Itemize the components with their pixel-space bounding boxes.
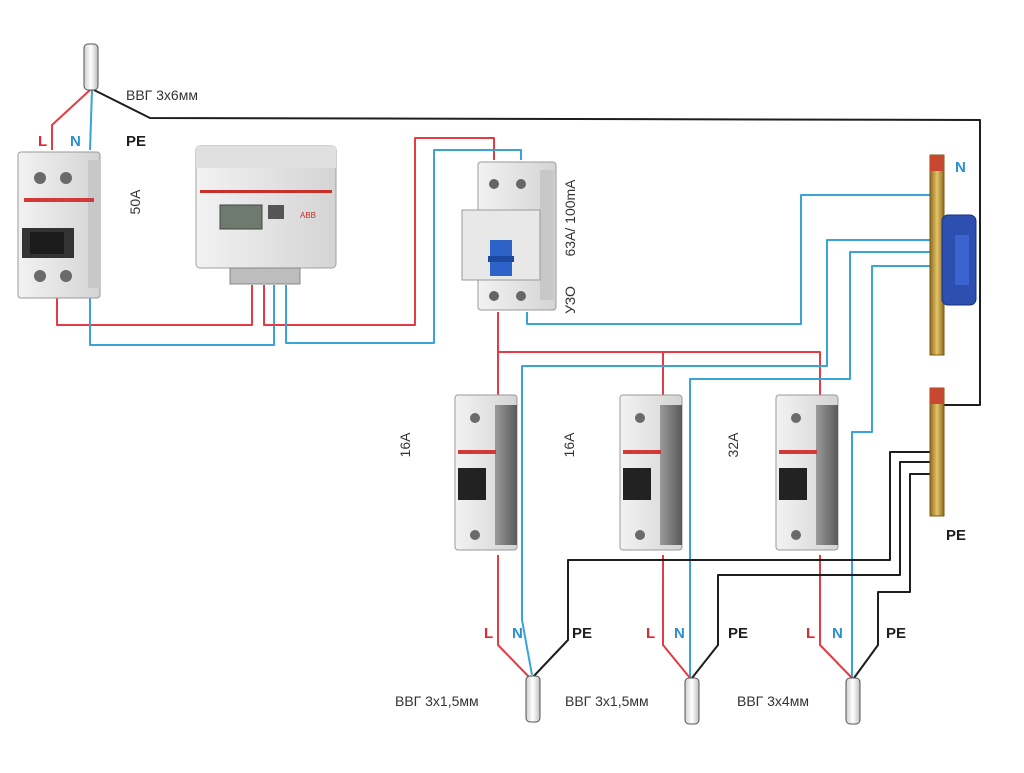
wire-n-out-1 <box>521 239 935 676</box>
wire-pe-out-2 <box>691 461 935 679</box>
outgoing-cable-1: ВВГ 3х1,5мм <box>395 675 541 723</box>
wire-input-l <box>51 89 91 150</box>
outgoing-cable-2: ВВГ 3х1,5мм <box>565 677 700 725</box>
input-label-pe: PE <box>126 133 146 150</box>
energy-meter: ABB <box>195 145 337 285</box>
outgoing-labels-1: L N PE <box>484 625 592 642</box>
wire-input-pe <box>93 89 981 406</box>
breaker-1-rating: 16A <box>397 432 413 458</box>
out-1-label-pe: PE <box>572 625 592 642</box>
out-cable-2-label: ВВГ 3х1,5мм <box>565 693 649 709</box>
out-1-label-l: L <box>484 625 493 642</box>
wire-n-out-2 <box>689 251 935 678</box>
out-cable-3-label: ВВГ 3х4мм <box>737 693 809 709</box>
breaker-2: 16A <box>561 394 683 551</box>
wire-input-n <box>89 89 93 151</box>
input-label-l: L <box>38 133 47 150</box>
out-3-label-pe: PE <box>886 625 906 642</box>
earth-busbar: PE <box>929 387 966 544</box>
out-3-label-l: L <box>806 625 815 642</box>
wire-l-out-3 <box>819 555 853 679</box>
wire-l-out-2 <box>662 555 691 679</box>
input-cable: ВВГ 3х6мм L N PE <box>38 43 198 150</box>
wire-meter-rcd-n <box>285 149 522 344</box>
rcd-device: 63A/ 100mA УЗО <box>461 161 578 314</box>
outgoing-labels-2: L N PE <box>646 625 748 642</box>
wires <box>51 89 981 679</box>
out-1-label-n: N <box>512 625 523 642</box>
out-2-label-l: L <box>646 625 655 642</box>
out-cable-1-label: ВВГ 3х1,5мм <box>395 693 479 709</box>
input-label-n: N <box>70 133 81 150</box>
out-3-label-n: N <box>832 625 843 642</box>
wire-pe-out-3 <box>853 473 935 679</box>
breaker-1: 16A <box>397 394 518 551</box>
earth-busbar-label: PE <box>946 527 966 544</box>
breaker-3: 32A <box>725 394 839 551</box>
wire-rcd-n-busbar <box>526 194 935 325</box>
wire-meter-rcd-l <box>263 137 495 326</box>
outgoing-labels-3: L N PE <box>806 625 906 642</box>
wire-l-out-1 <box>497 555 531 679</box>
breaker-3-rating: 32A <box>725 432 741 458</box>
neutral-busbar-label: N <box>955 159 966 176</box>
outgoing-cable-3: ВВГ 3х4мм <box>737 677 861 725</box>
wire-pe-out-1 <box>531 451 935 679</box>
wire-breaker-meter-l <box>56 285 253 326</box>
wire-breaker-meter-n <box>89 285 275 346</box>
neutral-busbar: N <box>929 154 977 356</box>
rcd-type: УЗО <box>562 286 578 314</box>
main-breaker: 50A <box>17 151 143 299</box>
rcd-rating: 63A/ 100mA <box>562 179 578 257</box>
input-cable-label: ВВГ 3х6мм <box>126 87 198 103</box>
wire-rcd-l-bus <box>497 312 821 395</box>
breaker-2-rating: 16A <box>561 432 577 458</box>
main-breaker-rating: 50A <box>127 189 143 215</box>
out-2-label-pe: PE <box>728 625 748 642</box>
meter-brand: ABB <box>300 211 316 220</box>
out-2-label-n: N <box>674 625 685 642</box>
wire-n-out-3 <box>851 265 935 678</box>
